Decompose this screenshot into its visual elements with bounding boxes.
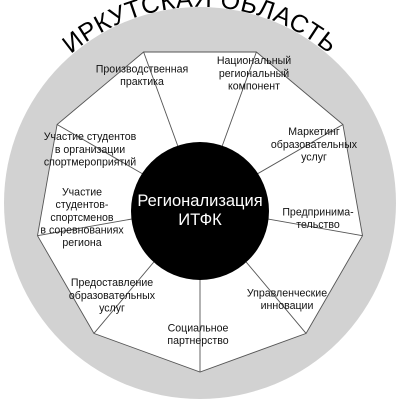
segment-label-line: спортмероприятий [44,156,136,168]
segment-label-line: инновации [261,300,314,312]
segment-label-line: Социальное [168,322,229,334]
segment-label-line: услуг [301,151,327,163]
segment-label-line: в организации [55,144,125,156]
segment-label-line: студентов- [56,199,109,211]
segment-label-line: в соревнованиях [40,224,124,236]
segment-label-line: спортсменов [50,212,114,224]
segment-label-line: Управленческие [247,287,327,299]
segment-label-line: Производственная [96,63,188,75]
segment-label-line: Национальный [217,55,291,67]
segment-label-line: образовательных [271,139,358,151]
segment-label-line: тельство [296,219,340,231]
center-label-line: ИТФК [178,211,222,229]
segment-label-line: Маркетинг [288,126,340,138]
segment-label-line: партнерство [167,335,228,347]
segment-label-line: региональный [219,68,289,80]
segment-label-line: Участие [62,187,102,199]
segment-label-line: Предпринима- [282,206,354,218]
segment-label-line: Участие студентов [44,131,137,143]
center-circle [131,142,269,280]
segment-label-line: услуг [99,302,125,314]
segment-label-line: образовательных [69,290,156,302]
segment-label-line: региона [62,237,101,249]
segment-label-line: компонент [228,80,280,92]
center-label-line: Регионализация [137,192,262,210]
segment-entrepreneurship: Предпринима-тельство [282,206,354,231]
segment-label-line: практика [120,76,164,88]
segment-label-line: Предоставление [71,277,153,289]
